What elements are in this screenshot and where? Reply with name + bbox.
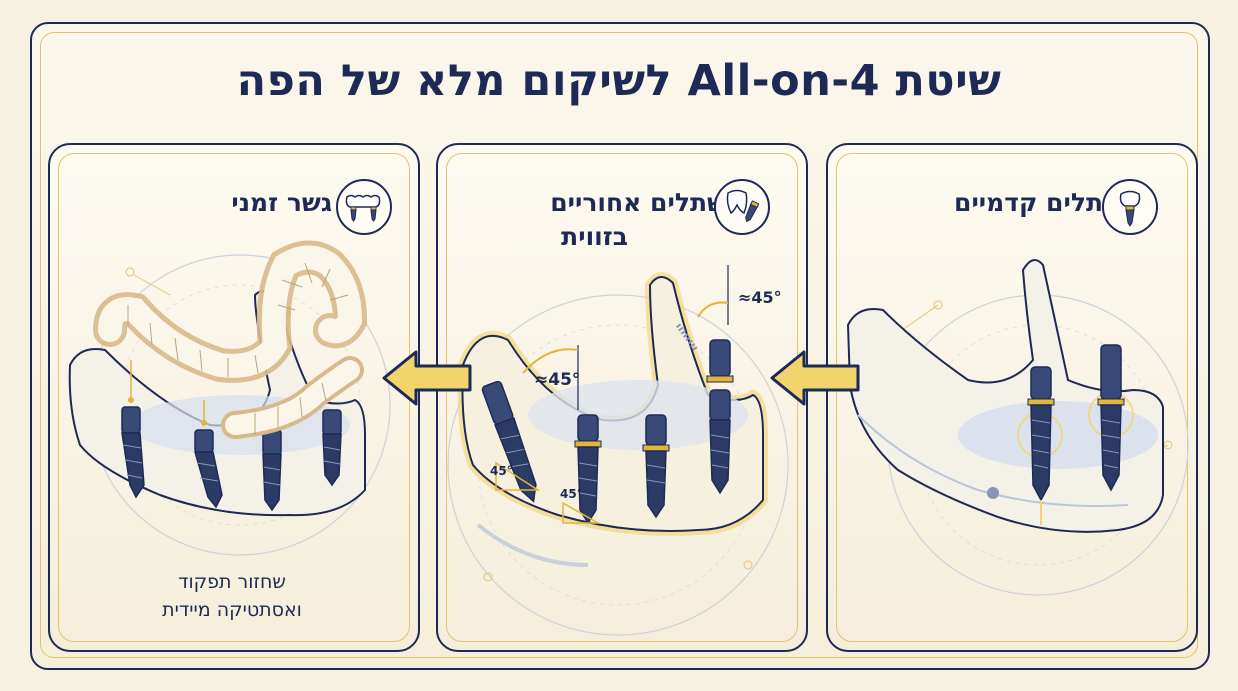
angle-label-center-base: 45° <box>560 487 583 501</box>
panel-temporary-bridge: גשר זמני <box>48 143 420 652</box>
panel-title-posterior-line2: בזווית <box>561 222 628 251</box>
bridge-caption-line1: שחזור תפקוד <box>178 571 286 593</box>
arrow-left-icon <box>382 350 472 406</box>
bridge-caption-line2: ואסתטיקה מיידית <box>162 599 302 621</box>
angle-label-top: ≈45° <box>738 288 782 307</box>
jaw-with-temporary-bridge-illustration <box>68 240 391 556</box>
tooth-implant-icon <box>1102 179 1158 235</box>
panel-anterior-implants: שתלים קדמיים <box>826 143 1198 652</box>
panel-inner-border <box>836 153 1188 642</box>
angle-label-left-base: 45° <box>490 464 513 478</box>
jaw-with-angled-implants-illustration: ≈45° ≈45° 45° 45° <box>447 265 789 636</box>
angle-label-mid: ≈45° <box>534 370 580 390</box>
panel-title-bridge: גשר זמני <box>231 188 332 217</box>
page-title: שיטת All-on-4 לשיקום מלא של הפה <box>236 56 1002 106</box>
bridge-caption: שחזור תפקוד ואסתטיקה מיידית <box>48 568 416 624</box>
panel-posterior-angled-implants: ≈45° ≈45° 45° 45° שתלים אחוריים בזווית <box>436 143 808 652</box>
panel-title-posterior-line1: שתלים אחוריים <box>550 188 726 217</box>
jaw-with-anterior-implants-illustration <box>846 259 1189 596</box>
tooth-angled-implant-icon <box>714 179 770 235</box>
dental-bridge-icon <box>336 179 392 235</box>
arrow-left-icon <box>770 350 860 406</box>
panel-title-anterior: שתלים קדמיים <box>954 188 1122 217</box>
